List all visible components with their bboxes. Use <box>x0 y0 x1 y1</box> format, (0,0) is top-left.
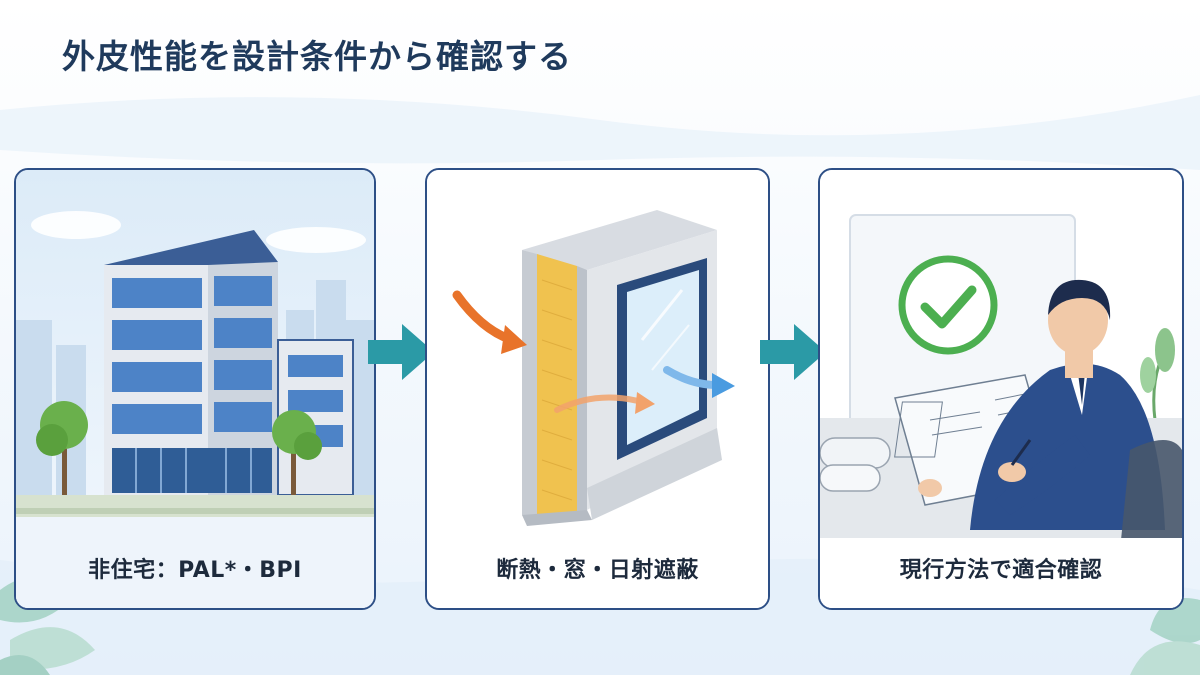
step-caption: 非住宅：PAL*・BPI <box>88 558 302 583</box>
step-card-non-residential: 非住宅：PAL*・BPI <box>14 168 376 610</box>
step-caption: 現行方法で適合確認 <box>899 558 1103 583</box>
office-building-icon <box>16 170 374 608</box>
flow-arrow-icon <box>368 324 434 380</box>
step-caption: 断熱・窓・日射遮蔽 <box>496 558 699 583</box>
wall-section-icon <box>427 170 768 608</box>
step-card-compliance: 現行方法で適合確認 <box>818 168 1184 610</box>
flow-arrow-icon <box>760 324 826 380</box>
page-title: 外皮性能を設計条件から確認する <box>62 37 572 76</box>
step-card-envelope: 断熱・窓・日射遮蔽 <box>425 168 770 610</box>
engineer-checking-icon <box>820 170 1182 608</box>
